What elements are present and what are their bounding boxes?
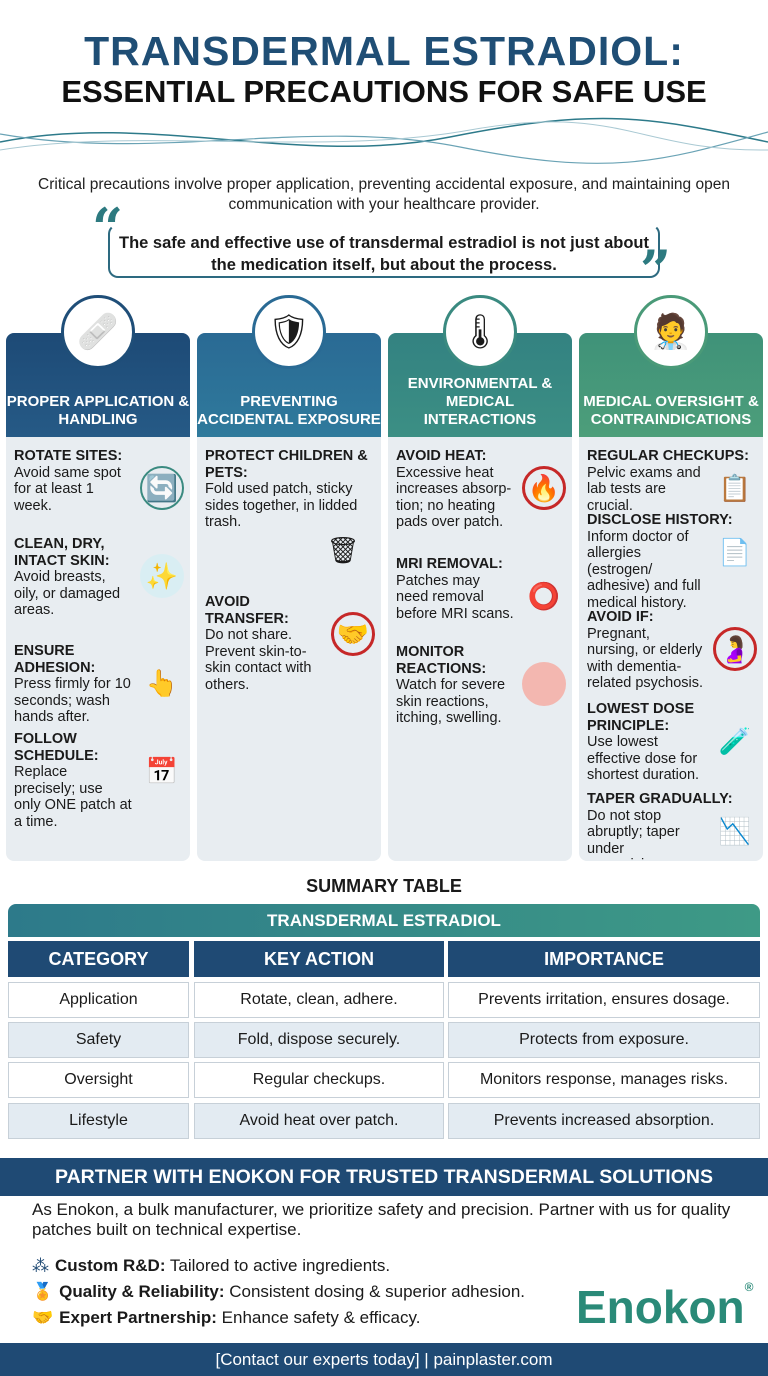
trash-icon: 🗑 — [326, 534, 360, 565]
wave-decoration — [0, 117, 768, 164]
table-title: TRANSDERMAL ESTRADIOL — [8, 904, 760, 937]
item-checkups: REGULAR CHECKUPS:Pelvic exams and lab te… — [587, 448, 757, 514]
intro-text: Critical precautions involve proper appl… — [38, 176, 730, 213]
column-title: PROPER APPLICATION & HANDLING — [6, 333, 190, 437]
checklist-icon: 📋 — [718, 472, 752, 503]
item-avoid-heat: AVOID HEAT:Excessive heat increases abso… — [396, 448, 566, 531]
table-cell: Application — [8, 982, 189, 1018]
item-lowest-dose: LOWEST DOSE PRINCIPLE:Use lowest effecti… — [587, 701, 757, 784]
clipboard-icon: 📄 — [718, 536, 752, 567]
partner-text: As Enokon, a bulk manufacturer, we prior… — [32, 1200, 731, 1239]
item-reactions: MONITOR REACTIONS:Watch for severe skin … — [396, 644, 566, 727]
table-cell: Fold, dispose securely. — [194, 1022, 444, 1058]
declining-chart-icon: 📉 — [718, 815, 752, 846]
no-contact-icon: 🤝 — [331, 612, 375, 656]
item-protect-children: PROTECT CHILDREN & PETS:Fold used patch,… — [205, 448, 375, 563]
table-cell: Monitors response, manages risks. — [448, 1062, 760, 1098]
table-cell: Avoid heat over patch. — [194, 1103, 444, 1139]
table-cell: Prevents increased absorption. — [448, 1103, 760, 1139]
header-category: CATEGORY — [8, 941, 189, 977]
item-rotate-sites: ROTATE SITES:Avoid same spot for at leas… — [14, 448, 184, 514]
item-schedule: FOLLOW SCHEDULE:Replace precisely; use o… — [14, 731, 184, 830]
bullet-partnership: 🤝Expert Partnership: Enhance safety & ef… — [32, 1308, 421, 1327]
award-icon: 🏅 — [32, 1282, 54, 1301]
quote-text: The safe and effective use of transderma… — [108, 224, 660, 278]
table-cell: Protects from exposure. — [448, 1022, 760, 1058]
column-interactions: ENVIRONMENTAL & MEDICAL INTERACTIONS AVO… — [388, 333, 572, 861]
column-exposure: PREVENTING ACCIDENTAL EXPOSURE PROTECT C… — [197, 333, 381, 861]
thermometer-caduceus-icon: 🌡 — [443, 295, 517, 369]
bullet-quality: 🏅Quality & Reliability: Consistent dosin… — [32, 1282, 525, 1301]
dose-icon: 🧪 — [718, 725, 752, 756]
no-heat-icon: 🔥 — [522, 466, 566, 510]
summary-heading: SUMMARY TABLE — [306, 876, 462, 896]
press-hand-icon: 👆 — [145, 667, 179, 698]
contact-footer[interactable]: [Contact our experts today] | painplaste… — [0, 1343, 768, 1376]
table-cell: Oversight — [8, 1062, 189, 1098]
skin-icon: ✨ — [140, 554, 184, 598]
title-line-2: ESSENTIAL PRECAUTIONS FOR SAFE USE — [61, 74, 707, 109]
item-mri: MRI REMOVAL:Patches may need removal bef… — [396, 556, 566, 622]
table-cell: Lifestyle — [8, 1103, 189, 1139]
item-adhesion: ENSURE ADHESION:Press firmly for 10 seco… — [14, 643, 184, 726]
item-avoid-if: AVOID IF:Pregnant, nursing, or elderly w… — [587, 609, 757, 692]
column-application: PROPER APPLICATION & HANDLING ROTATE SIT… — [6, 333, 190, 861]
rotate-icon: 🔄 — [140, 466, 184, 510]
no-pregnancy-icon: 🤰 — [713, 627, 757, 671]
item-taper: TAPER GRADUALLY:Do not stop abruptly; ta… — [587, 791, 757, 861]
table-cell: Regular checkups. — [194, 1062, 444, 1098]
close-quote-icon: ” — [640, 238, 672, 302]
mri-icon: ⭕ — [527, 580, 561, 611]
shield-icon: 🛡 — [252, 295, 326, 369]
header-key-action: KEY ACTION — [194, 941, 444, 977]
column-oversight: MEDICAL OVERSIGHT & CONTRAINDICATIONS RE… — [579, 333, 763, 861]
table-cell: Safety — [8, 1022, 189, 1058]
doctor-icon: 🧑‍⚕️ — [634, 295, 708, 369]
molecule-icon: ⁂ — [32, 1256, 49, 1275]
partner-banner: PARTNER WITH ENOKON FOR TRUSTED TRANSDER… — [0, 1158, 768, 1196]
handshake-icon: 🤝 — [32, 1308, 54, 1327]
item-avoid-transfer: AVOID TRANSFER:Do not share. Prevent ski… — [205, 594, 375, 693]
title-line-1: TRANSDERMAL ESTRADIOL: — [84, 28, 684, 74]
enokon-logo: Enokon® — [576, 1280, 754, 1333]
bullet-custom-rd: ⁂Custom R&D: Tailored to active ingredie… — [32, 1256, 391, 1275]
header-importance: IMPORTANCE — [448, 941, 760, 977]
table-cell: Rotate, clean, adhere. — [194, 982, 444, 1018]
patch-application-icon: 🩹 — [61, 295, 135, 369]
item-clean-skin: CLEAN, DRY, INTACT SKIN:Avoid breasts, o… — [14, 536, 184, 619]
skin-reaction-icon — [522, 662, 566, 706]
calendar-icon: 📅 — [145, 755, 179, 786]
item-disclose: DISCLOSE HISTORY:Inform doctor of allerg… — [587, 512, 757, 611]
table-cell: Prevents irritation, ensures dosage. — [448, 982, 760, 1018]
